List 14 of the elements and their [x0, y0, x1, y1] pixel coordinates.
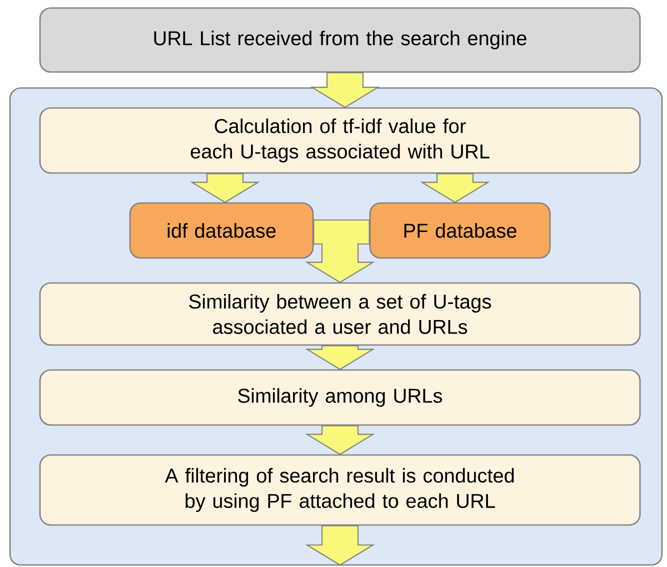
block-arrow	[420, 173, 490, 203]
database-box: PF database	[369, 202, 551, 259]
process-box: Similarity between a set of U-tags associated a user and URLs	[39, 282, 641, 346]
database-box: idf database	[129, 202, 314, 259]
block-arrow	[190, 173, 260, 203]
block-arrow	[305, 525, 375, 566]
block-arrow	[305, 345, 375, 370]
process-box: A filtering of search result is conducted by using PF attached to each URL	[39, 454, 641, 526]
block-arrow	[310, 72, 380, 108]
block-arrow	[305, 425, 375, 455]
header-box: URL List received from the search engine	[39, 7, 641, 73]
process-box: Calculation of tf-idf value for each U-tags associated with URL	[39, 107, 641, 174]
block-arrow	[305, 219, 375, 283]
process-box: Similarity among URLs	[39, 369, 641, 426]
